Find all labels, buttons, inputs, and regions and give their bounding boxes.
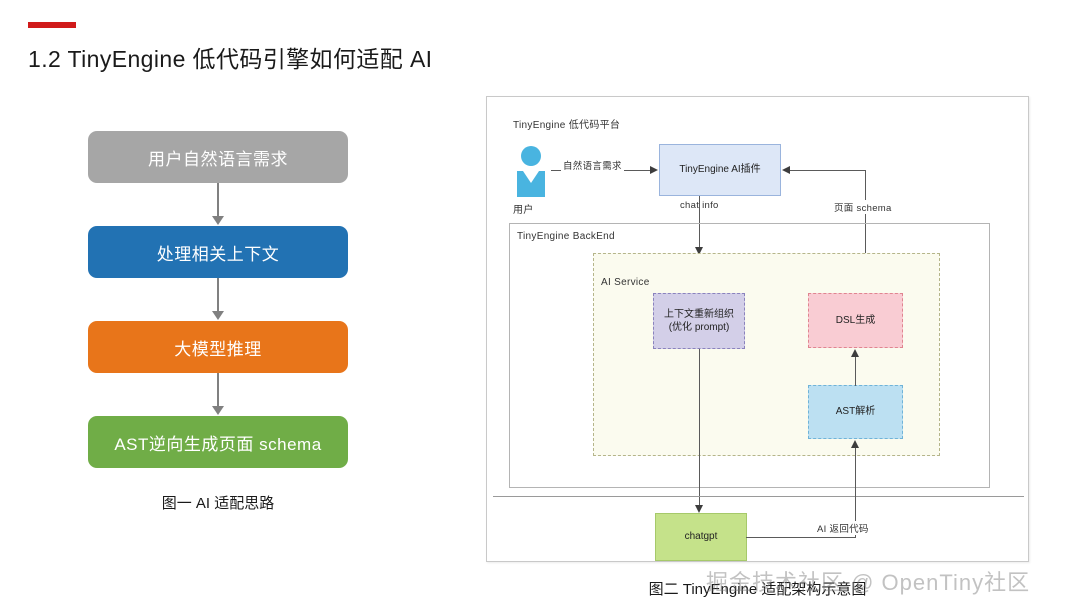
arrow-head-down-icon bbox=[212, 406, 224, 415]
edge-chat-info-label: chat info bbox=[680, 200, 719, 211]
arrow-head-down-icon bbox=[212, 216, 224, 225]
edge-context-to-chatgpt-arrowhead-icon bbox=[694, 505, 703, 513]
node-label: 上下文重新组织(优化 prompt) bbox=[664, 308, 734, 334]
edge-ast-to-dsl-arrowhead-icon bbox=[850, 349, 859, 357]
node-label: AST解析 bbox=[835, 406, 876, 418]
edge-nl-request-label: 自然语言需求 bbox=[561, 158, 624, 172]
edge-ai-return-code-line bbox=[746, 537, 856, 538]
edge-nl-request-arrowhead-icon bbox=[650, 165, 658, 174]
edge-ast-to-dsl-line bbox=[855, 356, 856, 386]
node-dsl-generate[interactable]: DSL生成 bbox=[808, 293, 903, 348]
flow-step-process-context[interactable]: 处理相关上下文 bbox=[88, 226, 348, 278]
edge-page-schema-line bbox=[790, 170, 866, 171]
node-label: chatgpt bbox=[684, 531, 718, 543]
node-context-reorganize[interactable]: 上下文重新组织(优化 prompt) bbox=[653, 293, 745, 349]
page-title: 1.2 TinyEngine 低代码引擎如何适配 AI bbox=[28, 46, 433, 72]
node-chatgpt[interactable]: chatgpt bbox=[655, 513, 747, 561]
flowchart-caption: 图一 AI 适配思路 bbox=[161, 495, 275, 512]
flow-step-ast-generate-schema[interactable]: AST逆向生成页面 schema bbox=[88, 416, 348, 468]
architecture-diagram-panel: TinyEngine 低代码平台 用户 自然语言需求 TinyEngine AI… bbox=[486, 96, 1029, 562]
edge-context-to-chatgpt-line bbox=[699, 349, 700, 506]
edge-page-schema-arrowhead-icon bbox=[782, 165, 790, 174]
arrow-stem bbox=[217, 373, 219, 409]
flow-arrow-1 bbox=[88, 183, 348, 226]
node-ast-parse[interactable]: AST解析 bbox=[808, 385, 903, 439]
user-actor-label: 用户 bbox=[513, 205, 534, 216]
arrow-head-down-icon bbox=[212, 311, 224, 320]
flow-step-label: AST逆向生成页面 schema bbox=[114, 434, 322, 454]
title-accent-bar bbox=[28, 22, 76, 28]
node-label: DSL生成 bbox=[835, 314, 876, 326]
edge-chat-info-line bbox=[699, 196, 700, 253]
edge-ai-return-code-label: AI 返回代码 bbox=[815, 521, 871, 535]
ai-adaptation-flowchart: 用户自然语言需求 处理相关上下文 大模型推理 AST逆向生成页面 schema bbox=[88, 131, 348, 468]
edge-chat-info-arrowhead-icon bbox=[694, 247, 703, 255]
edge-ai-return-code-arrowhead-icon bbox=[850, 440, 859, 448]
edge-page-schema-label: 页面 schema bbox=[832, 200, 894, 214]
flow-step-label: 用户自然语言需求 bbox=[148, 149, 288, 169]
user-avatar-icon bbox=[517, 146, 545, 197]
flow-step-label: 大模型推理 bbox=[174, 339, 262, 359]
flow-arrow-3 bbox=[88, 373, 348, 416]
flow-step-user-requirement[interactable]: 用户自然语言需求 bbox=[88, 131, 348, 183]
platform-container-label: TinyEngine 低代码平台 bbox=[513, 120, 621, 131]
section-divider bbox=[493, 496, 1024, 497]
flow-step-model-inference[interactable]: 大模型推理 bbox=[88, 321, 348, 373]
flow-arrow-2 bbox=[88, 278, 348, 321]
arrow-stem bbox=[217, 278, 219, 314]
ai-service-container-label: AI Service bbox=[599, 277, 652, 288]
architecture-caption: 图二 TinyEngine 适配架构示意图 bbox=[648, 581, 867, 598]
edge-ai-return-code-riser bbox=[855, 447, 856, 538]
flow-step-label: 处理相关上下文 bbox=[156, 244, 280, 264]
node-tinyengine-ai-plugin[interactable]: TinyEngine AI插件 bbox=[659, 144, 781, 196]
backend-container bbox=[509, 223, 990, 488]
backend-container-label: TinyEngine BackEnd bbox=[517, 231, 615, 242]
arrow-stem bbox=[217, 183, 219, 219]
node-label: TinyEngine AI插件 bbox=[679, 164, 761, 176]
